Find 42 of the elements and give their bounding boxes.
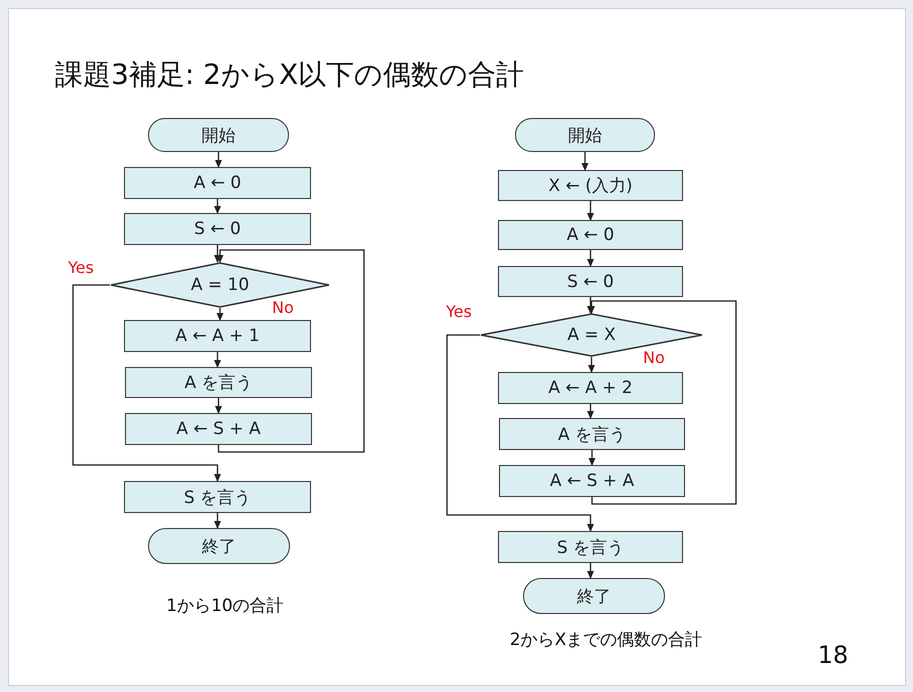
process-box: A ← A + 1 (124, 320, 311, 352)
edge-label: Yes (68, 258, 94, 277)
terminal-box: 終了 (523, 578, 665, 614)
arrow (446, 334, 594, 532)
arrow (216, 308, 224, 321)
arrow (587, 563, 594, 579)
arrow (588, 450, 596, 466)
terminal-box: 開始 (148, 118, 289, 152)
arrow (214, 245, 221, 263)
arrow (214, 352, 221, 368)
page-number: 18 (818, 641, 848, 669)
process-box: X ← (入力) (498, 170, 683, 201)
arrow (215, 398, 222, 414)
caption: 2からXまでの偶数の合計 (510, 629, 702, 651)
process-box: S ← 0 (124, 213, 311, 245)
process-box: A ← 0 (124, 167, 311, 199)
arrow (587, 404, 594, 419)
process-box: A を言う (499, 418, 685, 450)
arrow (587, 201, 594, 221)
caption: 1から10の合計 (166, 595, 284, 617)
arrow (588, 300, 737, 505)
process-box: S を言う (124, 481, 311, 513)
edge-label: Yes (446, 302, 472, 321)
process-box: A ← 0 (498, 220, 683, 250)
arrow (582, 152, 588, 171)
arrow (214, 513, 221, 529)
process-box: A ← A + 2 (498, 372, 683, 404)
arrow (72, 284, 221, 482)
process-box: A ← S + A (499, 465, 685, 497)
terminal-box: 開始 (515, 118, 655, 152)
process-box: A ← S + A (125, 413, 312, 445)
arrow (587, 250, 594, 267)
arrow (214, 199, 221, 214)
arrow (216, 249, 365, 453)
terminal-box: 終了 (148, 528, 290, 564)
arrow (588, 357, 595, 373)
process-box: S を言う (498, 531, 683, 563)
process-box: S ← 0 (498, 266, 683, 297)
slide-title: 課題3補足: 2からX以下の偶数の合計 (55, 57, 524, 93)
process-box: A を言う (125, 367, 312, 398)
arrow (587, 297, 594, 314)
arrow (215, 152, 222, 168)
